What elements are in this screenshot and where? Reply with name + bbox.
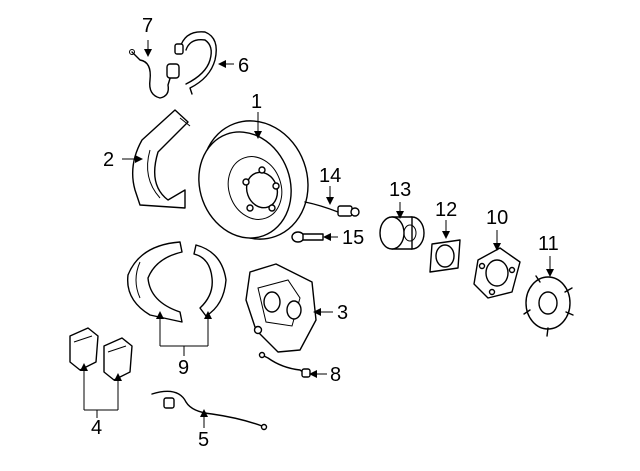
leader-lines [80,40,554,428]
callout-14: 14 [319,165,341,187]
part-6-brake-line [174,31,217,95]
callout-9: 9 [178,357,189,379]
callout-8: 8 [330,364,341,386]
callout-13: 13 [389,179,411,201]
part-3-brake-caliper [245,263,317,353]
part-14-abs-sensor [304,201,360,217]
part-15-bolt [291,231,324,243]
part-1-brake-rotor [198,120,309,240]
callout-11: 11 [538,233,559,255]
callout-7: 7 [142,15,153,37]
callout-4: 4 [91,417,102,439]
callout-5: 5 [198,429,209,451]
callout-2: 2 [103,149,114,171]
part-12-seal-plate [429,239,461,273]
part-4-brake-pads [69,327,133,381]
part-2-dust-shield [132,109,191,209]
callout-3: 3 [337,302,348,324]
callout-12: 12 [435,199,457,221]
part-11-hub-flange [523,275,574,337]
part-9-brake-shoes [126,241,227,323]
part-5-sensor-wire [151,390,268,431]
part-8-brake-hose [258,351,311,378]
callout-6: 6 [238,55,249,77]
part-13-wheel-bearing [379,216,425,250]
callout-15: 15 [342,227,364,249]
callout-1: 1 [251,91,262,113]
part-10-wheel-hub [473,247,521,299]
part-7-wear-sensor-wire [129,49,180,99]
callout-10: 10 [486,207,508,229]
